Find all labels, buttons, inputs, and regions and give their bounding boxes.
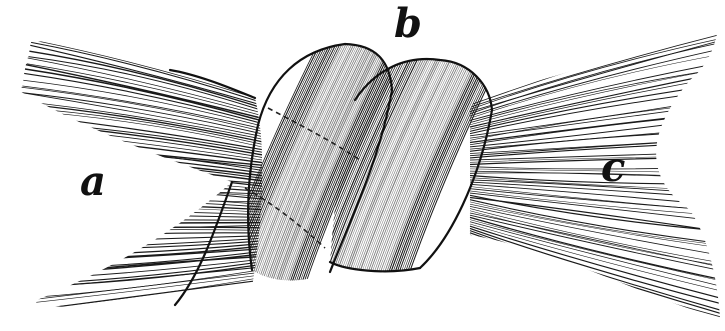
left-strand (5, 40, 262, 309)
label-a: a (80, 162, 106, 202)
label-c: c (601, 148, 625, 188)
label-b: b (394, 4, 422, 44)
right-strand (470, 23, 725, 318)
